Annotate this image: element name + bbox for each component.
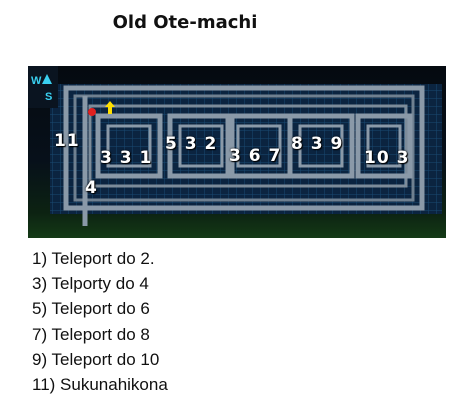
compass-letter-s: S — [45, 91, 52, 103]
note-item: 3) Telporty do 4 — [32, 274, 149, 294]
map-label-4: 4 — [85, 178, 98, 198]
map-label-839: 8 3 9 — [291, 134, 344, 154]
dungeon-map: W S 11 3 3 1 5 3 2 3 6 7 8 3 9 10 3 4 — [28, 66, 446, 238]
note-item: 9) Teleport do 10 — [32, 349, 160, 369]
page-title: Old Ote-machi — [112, 12, 258, 33]
note-item: 7) Teleport do 8 — [32, 324, 150, 344]
map-label-11: 11 — [54, 131, 80, 151]
corridors — [63, 85, 425, 226]
stairs-up-icon — [105, 101, 115, 114]
map-canvas — [50, 84, 442, 226]
player-marker — [88, 108, 96, 116]
teleport-notes: 1) Teleport do 2. 3) Telporty do 4 5) Te… — [32, 246, 168, 397]
map-label-331: 3 3 1 — [100, 148, 153, 168]
note-item: 5) Teleport do 6 — [32, 299, 150, 319]
map-label-103: 10 3 — [364, 148, 410, 168]
map-label-367: 3 6 7 — [229, 146, 282, 166]
compass-icon: W S — [28, 66, 58, 108]
note-item: 11) Sukunahikona — [32, 374, 168, 394]
map-label-532: 5 3 2 — [165, 134, 218, 154]
compass-letter-w: W — [31, 75, 42, 87]
note-item: 1) Teleport do 2. — [32, 249, 155, 268]
